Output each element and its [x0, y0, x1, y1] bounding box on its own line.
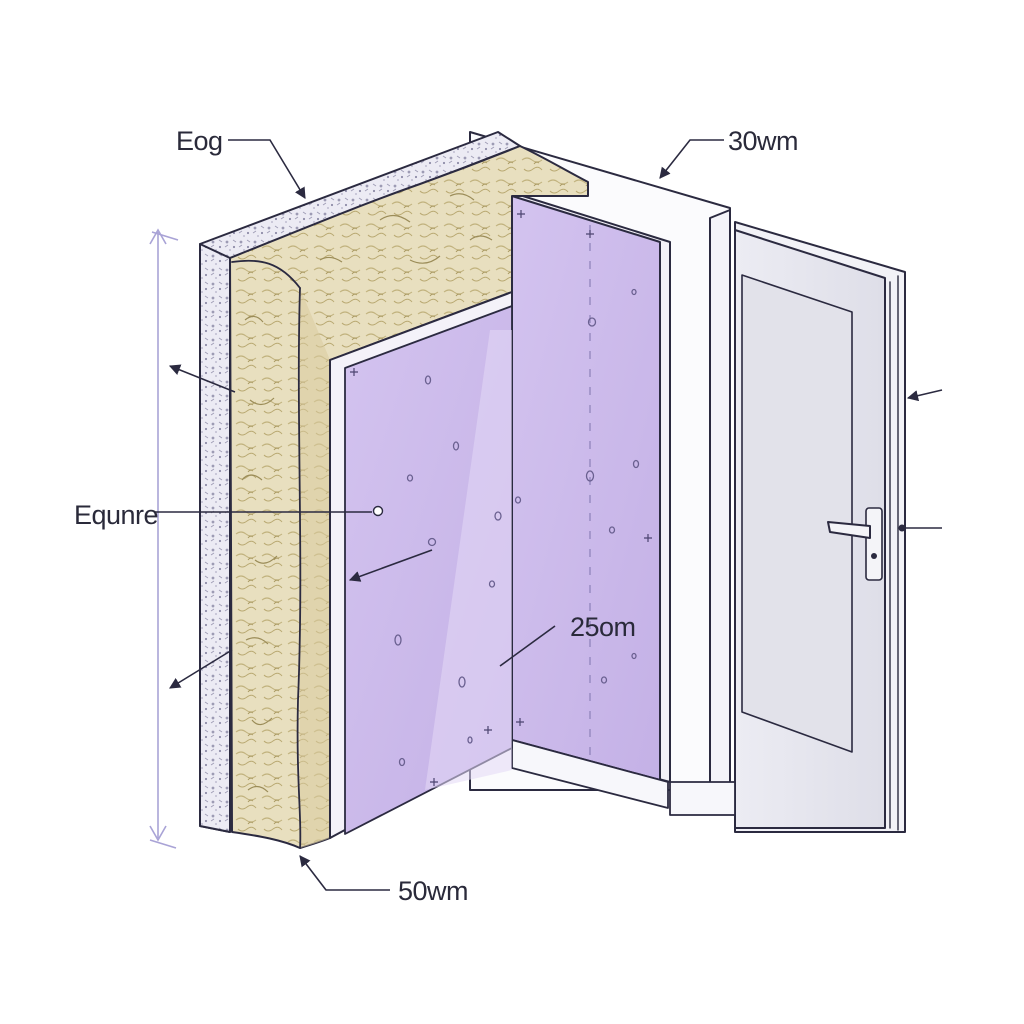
label-center-board: 25om: [570, 612, 636, 642]
equnre-leader-dot: [372, 505, 384, 517]
label-left-middle: Equnre: [74, 500, 158, 530]
height-dimension: [149, 228, 179, 849]
leader-lines: [155, 139, 943, 891]
keyhole-icon: [871, 553, 877, 559]
label-bottom: 50wm: [398, 876, 468, 906]
door: [734, 221, 906, 833]
label-top-right: 30wm: [728, 126, 798, 156]
plasterboard-rear: [509, 191, 671, 809]
arrowhead-icon: [898, 524, 906, 532]
door-handle-icon: [827, 507, 883, 581]
insulation-layer: [229, 145, 589, 849]
label-top-left: Eog: [176, 126, 223, 156]
plasterboard-front: [329, 291, 513, 839]
